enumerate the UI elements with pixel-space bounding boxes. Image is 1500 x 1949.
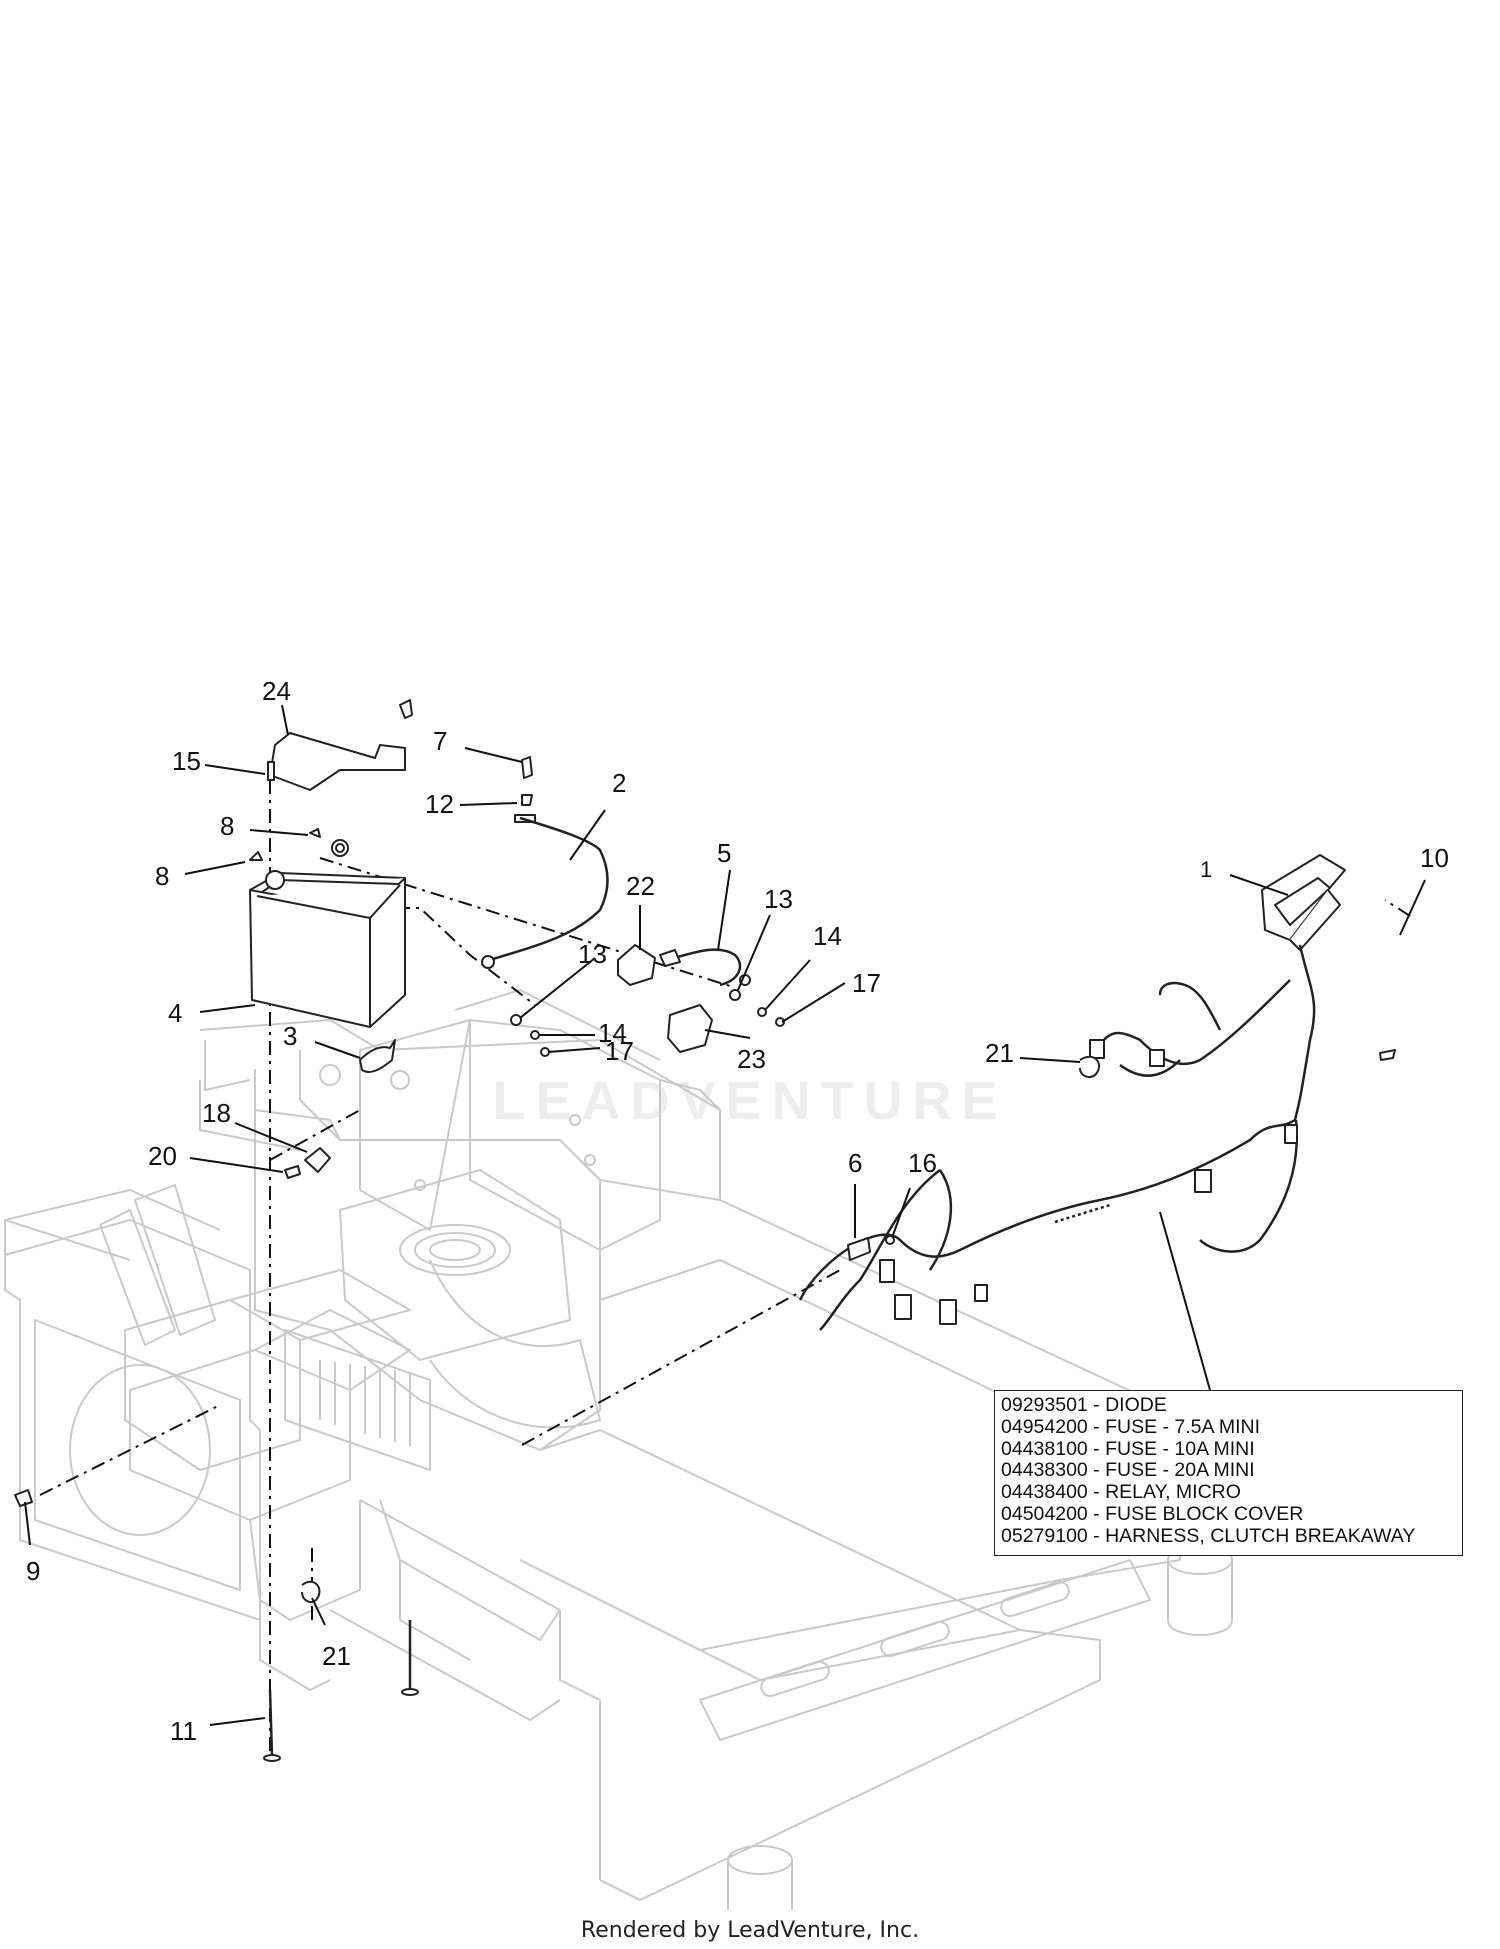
callout-15: 15: [172, 746, 201, 776]
callout-8a: 8: [220, 811, 234, 841]
battery-cable: [481, 816, 609, 969]
callout-14a: 14: [813, 921, 842, 951]
harness-clip: [301, 1055, 1100, 1603]
long-bolts: [263, 1620, 419, 1762]
callout-10: 10: [1420, 843, 1449, 873]
callout-23: 23: [737, 1044, 766, 1074]
callout-17a: 17: [852, 968, 881, 998]
small-fasteners: [510, 989, 1396, 1061]
callout-11: 11: [170, 1716, 197, 1746]
battery-hold-down-bracket: [267, 699, 413, 791]
callout-6: 6: [848, 1148, 862, 1178]
callout-21a: 21: [985, 1038, 1014, 1068]
alignment-lines: [39, 780, 1411, 1755]
terminal-cover: [667, 1004, 713, 1053]
callout-5: 5: [717, 838, 731, 868]
callout-1: 1: [1200, 857, 1212, 882]
callout-13a: 13: [764, 884, 793, 914]
legend-item: 09293501 - DIODE: [1001, 1394, 1167, 1416]
ground-cable: [659, 948, 751, 987]
callout-21b: 21: [322, 1641, 351, 1671]
legend-item: 04438400 - RELAY, MICRO: [1001, 1481, 1241, 1504]
parts-legend: 09293501 - DIODE 04954200 - FUSE - 7.5A …: [994, 1390, 1463, 1556]
harness-clip-bracket: [284, 1147, 331, 1179]
callout-24: 24: [262, 676, 291, 706]
footer-credit: Rendered by LeadVenture, Inc.: [580, 1918, 920, 1943]
legend-item: 05279100 - HARNESS, CLUTCH BREAKAWAY: [1001, 1524, 1416, 1547]
callout-numbers: 24 15 7 12 2 8 8 4 3 22 5 13 14 17 13 14…: [26, 676, 1449, 1746]
terminal-boot: [617, 944, 656, 986]
relay: [847, 1235, 895, 1261]
callout-8b: 8: [155, 861, 169, 891]
legend-item: 04504200 - FUSE BLOCK COVER: [1001, 1502, 1304, 1525]
callout-4: 4: [168, 998, 182, 1028]
callout-7: 7: [433, 726, 447, 756]
battery: [249, 839, 406, 1028]
leader-lines: [24, 704, 1426, 1726]
callout-20: 20: [148, 1141, 177, 1171]
wire-harness: [798, 944, 1316, 1331]
callout-13b: 13: [578, 939, 607, 969]
callout-18: 18: [202, 1098, 231, 1128]
battery-strap: [359, 1039, 396, 1073]
callout-17b: 17: [605, 1036, 634, 1066]
fuse-block: [1261, 854, 1346, 951]
callout-22: 22: [626, 871, 655, 901]
callout-16: 16: [908, 1148, 937, 1178]
callout-9: 9: [26, 1556, 40, 1586]
front-bolt: [14, 1489, 33, 1507]
watermark: LEADVENTURE: [492, 1071, 1008, 1131]
callout-12: 12: [425, 789, 454, 819]
legend-item: 04438300 - FUSE - 20A MINI: [1001, 1459, 1255, 1482]
callout-2: 2: [612, 768, 626, 798]
callout-14b: 14: [598, 1018, 627, 1048]
legend-item: 04954200 - FUSE - 7.5A MINI: [1001, 1415, 1261, 1438]
callout-3: 3: [283, 1021, 297, 1051]
battery-hardware: [249, 756, 536, 861]
legend-item: 04438100 - FUSE - 10A MINI: [1001, 1437, 1255, 1460]
